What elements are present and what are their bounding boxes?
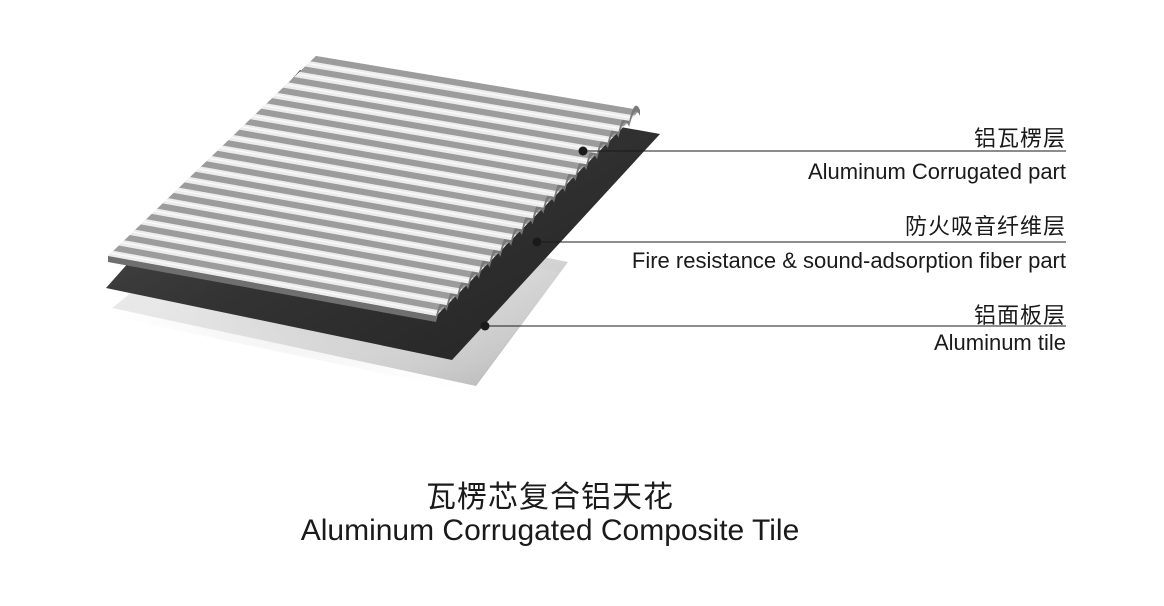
- corrugation-ridge-shade: [222, 140, 555, 203]
- corrugation-ridge-shade: [124, 234, 458, 300]
- corrugation-crest-highlight: [220, 147, 547, 206]
- corrugation-edge-profile: [554, 181, 565, 203]
- corrugation-crest-highlight: [143, 220, 472, 282]
- corrugation-edge-profile: [543, 192, 555, 214]
- corrugation-ridge-shade: [233, 129, 565, 192]
- corrugation-ridge-shade: [266, 98, 598, 159]
- corrugation-edge-profile: [478, 257, 490, 279]
- corrugation-crest-highlight: [275, 94, 601, 151]
- corrugation-edge-profile: [607, 127, 619, 149]
- corrugation-edge-profile: [468, 268, 479, 290]
- corrugation-ridge-shade: [244, 119, 576, 181]
- corrugation-ridge-shade: [135, 224, 469, 289]
- corrugation-edge-profile: [521, 214, 533, 236]
- corrugation-crest-highlight: [132, 231, 461, 292]
- corrugation-crest-highlight: [307, 63, 633, 119]
- corrugation-crest-highlight: [264, 105, 590, 162]
- corrugation-ridge-shade: [299, 66, 630, 127]
- layer-2-name-cn: 防火吸音纤维层: [904, 215, 1066, 240]
- corrugation-ridge-shade: [157, 203, 490, 268]
- corrugation-edge-profile: [532, 203, 544, 225]
- corrugation-crest-highlight: [121, 241, 450, 303]
- corrugation-ridge-shade: [288, 77, 619, 138]
- corrugation-crest-highlight: [198, 168, 525, 227]
- corrugation-ridge-shade: [255, 108, 587, 170]
- corrugation-edge-profile: [446, 289, 458, 312]
- corrugation-ridge-shade: [277, 87, 608, 148]
- corrugated-sheet-edge: [108, 256, 436, 322]
- corrugation-ridge-shade: [113, 245, 447, 311]
- corrugation-edge-profile: [500, 235, 512, 257]
- title-en: Aluminum Corrugated Composite Tile: [300, 514, 800, 547]
- corrugation-crest-highlight: [242, 126, 568, 184]
- corrugation-crest-highlight: [165, 199, 493, 260]
- corrugation-edge-profile: [629, 105, 640, 127]
- corrugation-ridge-shade: [190, 171, 522, 235]
- title-cn: 瓦楞芯复合铝天花: [426, 480, 674, 515]
- corrugated-aluminum-layer: [108, 56, 640, 322]
- corrugation-ridge-shade: [146, 213, 479, 279]
- corrugation-edge-profile: [586, 148, 598, 171]
- corrugation-ridge-shade: [179, 182, 512, 246]
- layer-3-name-en: Aluminum tile: [933, 330, 1066, 355]
- layer-1-name-cn: 铝瓦楞层: [973, 127, 1066, 152]
- corrugation-crest-highlight: [110, 252, 440, 314]
- corrugation-crest-highlight: [154, 210, 483, 271]
- corrugation-edge-profile: [511, 224, 522, 247]
- leader-lines: [480, 146, 1066, 331]
- corrugation-crest-highlight: [209, 157, 536, 217]
- layer-1-name-en: Aluminum Corrugated part: [807, 159, 1066, 184]
- corrugation-crest-highlight: [176, 189, 504, 249]
- corrugation-edge-profile: [436, 300, 447, 322]
- corrugation-edge-profile: [457, 279, 469, 301]
- corrugation-edge-profile: [564, 170, 576, 192]
- corrugation-ridge-shade: [168, 192, 501, 257]
- corrugation-ridge-shade: [201, 161, 533, 224]
- corrugation-crest-highlight: [187, 178, 515, 238]
- layer-3-name-cn: 铝面板层: [973, 304, 1066, 329]
- corrugation-crest-highlight: [253, 115, 579, 173]
- corrugation-crest-highlight: [231, 136, 558, 195]
- corrugation-edge-profile: [489, 246, 501, 268]
- corrugation-ridge-shade: [310, 56, 640, 116]
- layer-2-name-en: Fire resistance & sound-adsorption fiber…: [631, 248, 1066, 273]
- corrugation-crest-highlight: [286, 84, 611, 141]
- corrugation-edge-profile: [575, 159, 587, 182]
- corrugation-crest-highlight: [297, 73, 622, 130]
- corrugation-ridge-shade: [212, 150, 544, 213]
- corrugation-edge-profile: [597, 138, 608, 160]
- corrugation-edge-profile: [618, 116, 630, 138]
